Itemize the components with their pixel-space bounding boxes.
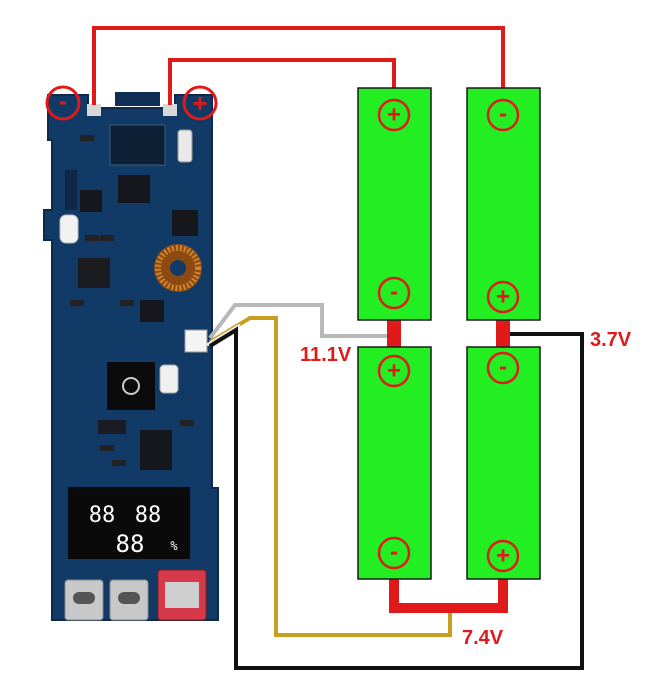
terminal-marker [377,98,411,132]
terminal-marker [486,351,520,385]
wire-gray-balance [208,303,392,340]
pcb-components [59,124,198,470]
display-right-digits: 88 [135,503,162,528]
cell-top-right: - + [466,87,541,321]
terminal-marker [377,354,411,388]
cell-bottom-left-top-symbol: + [387,358,401,385]
display-bottom-digits: 88 [116,530,145,558]
cell-top-right-bottom-symbol: + [496,284,510,311]
cells: + - - + + - - + [357,87,541,580]
cell-bottom-left-bottom-symbol: - [390,539,398,566]
positive-pad [163,104,177,116]
terminal-marker [486,539,520,573]
cell-top-right-top-symbol: - [499,101,507,128]
cell-bottom-right-bottom-symbol: + [496,543,510,570]
pcb-positive-symbol: + [192,88,207,118]
terminal-marker [377,536,411,570]
wire-black-balance [208,326,584,670]
bridge-11-1v [387,318,401,348]
cell-top-left-bottom-symbol: - [390,279,398,306]
push-button [107,362,155,410]
pcb-board: 88 88 88 % - + [43,85,219,621]
wire-white-balance [206,323,241,347]
display-left-digits: 88 [89,503,116,528]
terminal-marker [486,280,520,314]
top-connector [115,92,160,106]
terminal-marker [486,98,520,132]
usb-ports [64,569,207,621]
wire-yellow-balance [208,316,452,637]
terminal-marker [377,276,411,310]
led-display: 88 88 88 % [68,487,190,559]
display-percent: % [170,539,178,553]
pcb-negative-symbol: - [59,89,67,116]
toroid-inductor [154,244,202,292]
negative-pad [87,104,101,116]
wire-pcb-positive [168,58,396,105]
pcb-positive-marker [182,85,218,121]
voltage-label-3-7v: 3.7V [590,329,632,351]
voltage-label-7-4v: 7.4V [462,627,504,649]
cell-bottom-left: + - [357,346,432,580]
cell-bottom-right: - + [466,346,541,580]
pcb-negative-marker [45,85,81,121]
balance-connector [184,329,208,353]
cell-bottom-right-top-symbol: - [499,354,507,381]
wires [92,26,584,670]
bridge-3-7v [496,318,510,348]
bridge-7-4v [389,578,508,613]
cell-top-left: + - [357,87,432,321]
voltage-label-11-1v: 11.1V [300,344,352,366]
wire-pcb-negative [92,26,505,105]
cell-top-left-top-symbol: + [387,102,401,129]
